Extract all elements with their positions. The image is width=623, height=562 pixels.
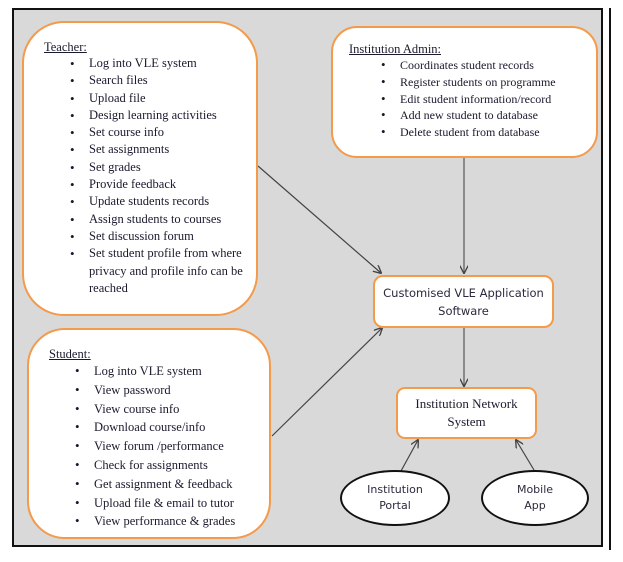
list-item: Download course/info [75, 418, 269, 437]
student-list: Log into VLE systemView passwordView cou… [49, 362, 269, 531]
portal-label-line1: Institution [367, 483, 423, 496]
network-label-line1: Institution Network [415, 396, 518, 411]
list-item: Update students records [70, 193, 256, 211]
list-item: Search files [70, 72, 256, 90]
list-item: Provide feedback [70, 176, 256, 194]
network-label-line2: System [447, 414, 486, 429]
institution-portal-node: Institution Portal [340, 470, 450, 526]
list-item: Assign students to courses [70, 211, 256, 229]
list-item: Register students on programme [381, 74, 596, 91]
list-item: Set grades [70, 159, 256, 177]
edge-teacher-to-vle [257, 165, 381, 273]
student-title: Student: [49, 347, 91, 361]
page-rule [609, 8, 611, 550]
teacher-box: Teacher: Log into VLE systemSearch files… [22, 21, 258, 316]
mobile-label-line2: App [524, 499, 546, 512]
list-item: View course info [75, 400, 269, 419]
teacher-list: Log into VLE systemSearch filesUpload fi… [44, 55, 256, 297]
vle-application-node: Customised VLE Application Software [373, 275, 554, 328]
list-item: Log into VLE system [70, 55, 256, 73]
list-item: Check for assignments [75, 456, 269, 475]
list-item: View password [75, 381, 269, 400]
list-item: Set course info [70, 124, 256, 142]
list-item: View performance & grades [75, 512, 269, 531]
list-item: Set student profile from where privacy a… [70, 245, 256, 297]
vle-label-line1: Customised VLE Application [383, 285, 544, 300]
list-item: Upload file & email to tutor [75, 494, 269, 513]
list-item: Add new student to database [381, 107, 596, 124]
edge-portal-to-network [400, 440, 418, 472]
list-item: Design learning activities [70, 107, 256, 125]
list-item: Coordinates student records [381, 57, 596, 74]
portal-label-line2: Portal [379, 499, 411, 512]
admin-title: Institution Admin: [349, 42, 442, 56]
list-item: Get assignment & feedback [75, 475, 269, 494]
edge-student-to-vle [271, 328, 382, 437]
mobile-label-line1: Mobile [516, 483, 554, 496]
vle-label-line2: Software [438, 303, 489, 318]
list-item: Set assignments [70, 141, 256, 159]
list-item: Delete student from database [381, 124, 596, 141]
mobile-app-node: Mobile App [481, 470, 589, 526]
list-item: View forum /performance [75, 437, 269, 456]
list-item: Set discussion forum [70, 228, 256, 246]
admin-list: Coordinates student recordsRegister stud… [349, 57, 596, 141]
list-item: Upload file [70, 90, 256, 108]
list-item: Log into VLE system [75, 362, 269, 381]
admin-box: Institution Admin: Coordinates student r… [331, 26, 598, 158]
network-system-node: Institution Network System [396, 387, 537, 439]
teacher-title: Teacher: [44, 40, 87, 54]
edge-mobile-to-network [516, 440, 535, 471]
student-box: Student: Log into VLE systemView passwor… [27, 328, 271, 539]
list-item: Edit student information/record [381, 91, 596, 108]
